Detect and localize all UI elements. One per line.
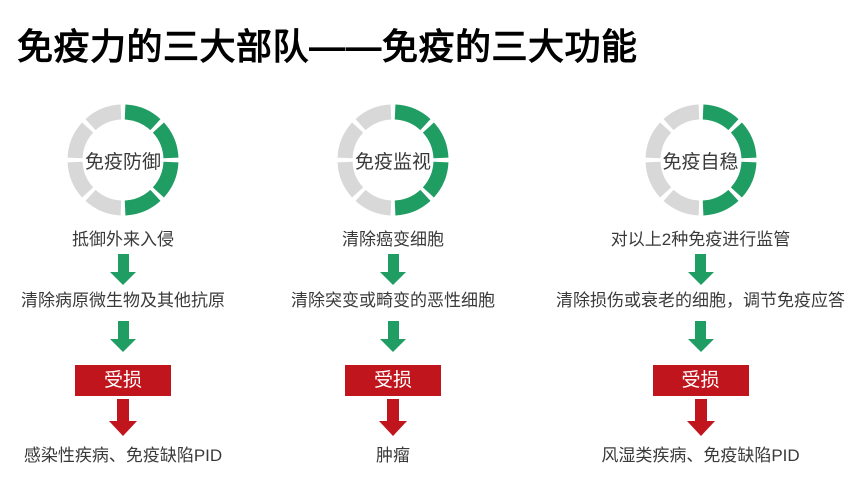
arrow-stem [117, 254, 129, 272]
outcome-text: 风湿类疾病、免疫缺陷PID [601, 446, 800, 465]
donut-ring: 免疫防御 [67, 104, 179, 216]
outcome-text: 肿瘤 [376, 446, 410, 465]
immune-columns: 免疫防御 抵御外来入侵 清除病原微生物及其他抗原 受损 感染性疾病、免疫缺陷PI… [0, 104, 861, 468]
donut-ring-chart-icon [67, 104, 179, 216]
detail-text: 清除突变或畸变的恶性细胞 [291, 291, 495, 310]
down-arrow-icon [687, 254, 714, 285]
arrow-head [379, 421, 407, 436]
detail-text: 清除损伤或衰老的细胞，调节免疫应答 [556, 291, 845, 310]
arrow-stem [117, 321, 129, 339]
function-text: 抵御外来入侵 [72, 230, 174, 249]
arrow-head [687, 339, 714, 352]
down-arrow-icon [109, 399, 137, 436]
ring-label: 免疫自稳 [662, 151, 739, 173]
arrow-head [380, 339, 406, 352]
down-arrow-icon [687, 321, 714, 352]
outcome-text: 感染性疾病、免疫缺陷PID [23, 446, 223, 465]
down-arrow-icon [380, 254, 406, 285]
arrow-head [109, 421, 137, 436]
donut-ring: 免疫监视 [337, 104, 449, 216]
column-immune-homeostasis: 免疫自稳 对以上2种免疫进行监管 清除损伤或衰老的细胞，调节免疫应答 受损 风湿… [540, 104, 861, 468]
down-arrow-icon [686, 399, 715, 436]
down-arrow-icon [380, 321, 406, 352]
function-text: 对以上2种免疫进行监管 [610, 230, 791, 249]
arrow-stem [695, 321, 706, 339]
damage-badge: 受损 [75, 365, 171, 396]
donut-ring-chart-icon [645, 104, 756, 216]
down-arrow-icon [110, 321, 136, 352]
down-arrow-icon [110, 254, 136, 285]
arrow-stem [694, 399, 707, 421]
function-text: 清除癌变细胞 [342, 230, 444, 249]
arrow-head [686, 421, 715, 436]
arrow-stem [387, 254, 399, 272]
donut-ring: 免疫自稳 [645, 104, 757, 216]
arrow-stem [387, 321, 399, 339]
column-immune-defense: 免疫防御 抵御外来入侵 清除病原微生物及其他抗原 受损 感染性疾病、免疫缺陷PI… [0, 104, 246, 468]
detail-text: 清除病原微生物及其他抗原 [21, 291, 225, 310]
down-arrow-icon [379, 399, 407, 436]
ring-label: 免疫监视 [354, 151, 431, 173]
arrow-stem [387, 399, 399, 421]
column-immune-surveillance: 免疫监视 清除癌变细胞 清除突变或畸变的恶性细胞 受损 肿瘤 [246, 104, 540, 468]
arrow-head [380, 272, 406, 285]
damage-badge: 受损 [345, 365, 441, 396]
donut-ring-chart-icon [337, 104, 449, 216]
arrow-stem [117, 399, 129, 421]
damage-badge: 受损 [652, 365, 749, 396]
arrow-head [110, 339, 136, 352]
ring-label: 免疫防御 [84, 151, 161, 173]
arrow-head [687, 272, 714, 285]
arrow-head [110, 272, 136, 285]
page-title: 免疫力的三大部队——免疫的三大功能 [17, 26, 638, 67]
arrow-stem [695, 254, 706, 272]
